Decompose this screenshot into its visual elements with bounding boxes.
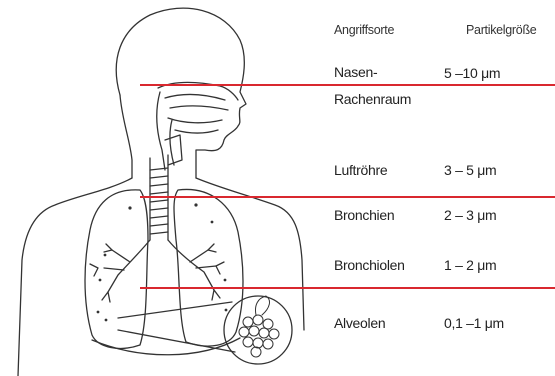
back-of-head — [120, 95, 132, 178]
bronchioles-left — [90, 244, 112, 302]
diaphragm — [92, 338, 240, 355]
left-shoulder — [18, 178, 132, 376]
size-bronchi: 2 – 3 μm — [444, 206, 496, 224]
alveoli-magnifier — [224, 296, 292, 364]
bronchi — [104, 240, 216, 292]
level-line-bronchioles — [140, 287, 555, 289]
level-line-trachea — [140, 196, 555, 198]
right-lung — [174, 189, 243, 346]
oral-cavity — [168, 118, 222, 133]
size-alveoli: 0,1 –1 μm — [444, 314, 504, 332]
level-line-nasopharynx — [140, 84, 555, 86]
site-alveoli: Alveolen — [334, 314, 385, 332]
size-bronchioles: 1 – 2 μm — [444, 256, 496, 274]
alveoli-cluster — [239, 296, 279, 357]
site-bronchioles: Bronchiolen — [334, 256, 405, 274]
header-sizes: Partikelgröße — [466, 21, 536, 39]
size-trachea: 3 – 5 μm — [444, 161, 496, 179]
pharynx — [157, 92, 174, 170]
particle-dots — [97, 203, 228, 321]
site-nasopharynx-line2: Rachenraum — [334, 90, 411, 108]
site-bronchi: Bronchien — [334, 206, 394, 224]
right-shoulder — [196, 178, 304, 330]
trachea-rings — [150, 168, 168, 234]
site-trachea: Luftröhre — [334, 161, 387, 179]
site-nasopharynx-line1: Nasen- — [334, 63, 377, 81]
bronchioles-right — [208, 244, 224, 300]
header-sites: Angriffsorte — [334, 21, 394, 39]
size-nasopharynx: 5 –10 μm — [444, 64, 500, 82]
nasal-cavity — [158, 83, 238, 111]
